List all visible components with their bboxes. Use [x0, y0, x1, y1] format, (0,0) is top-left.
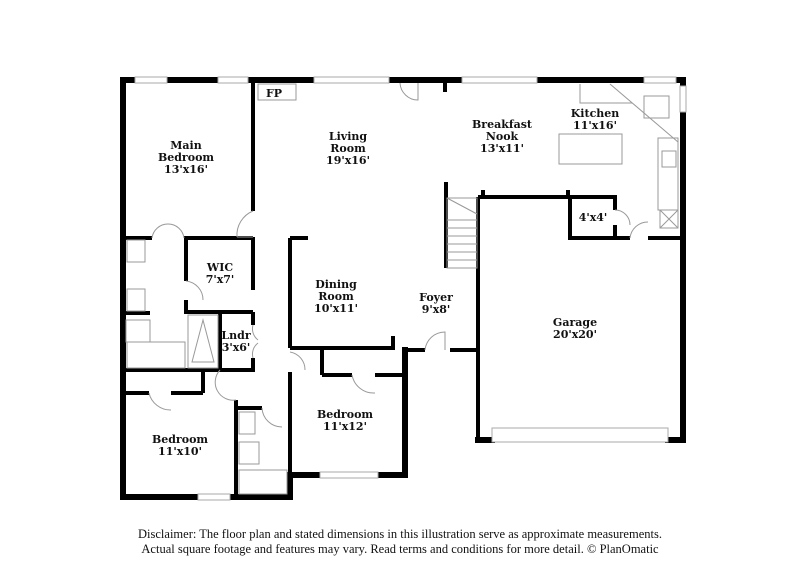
room-bedroom-2: Bedroom 11'x12' [316, 408, 374, 433]
kitchen-island [558, 133, 623, 165]
room-living-room: Living Room 19'x16' [326, 130, 370, 167]
disclaimer: Disclaimer: The floor plan and stated di… [0, 527, 800, 557]
room-garage: Garage 20'x20' [552, 316, 598, 341]
room-foyer: Foyer 9'x8' [419, 291, 453, 316]
doors [148, 82, 649, 428]
room-dining-room: Dining Room 10'x11' [314, 278, 358, 315]
fixtures [125, 83, 679, 495]
fireplace-box [257, 83, 297, 101]
disclaimer-line-2: Actual square footage and features may v… [141, 542, 659, 556]
room-breakfast-nook: Breakfast Nook 13'x11' [472, 118, 532, 155]
room-main-bedroom: Main Bedroom 13'x16' [157, 139, 215, 176]
disclaimer-line-1: Disclaimer: The floor plan and stated di… [138, 527, 662, 541]
interior-walls [125, 80, 683, 497]
windows [134, 76, 687, 501]
room-fireplace: FP [265, 87, 283, 100]
room-closet: 4'x4' [578, 211, 608, 224]
room-bedroom-3: Bedroom 11'x10' [151, 433, 209, 458]
room-laundry: Lndr 3'x6' [221, 329, 251, 354]
room-kitchen: Kitchen 11'x16' [570, 107, 620, 132]
room-wic: WIC 7'x7' [205, 261, 235, 286]
